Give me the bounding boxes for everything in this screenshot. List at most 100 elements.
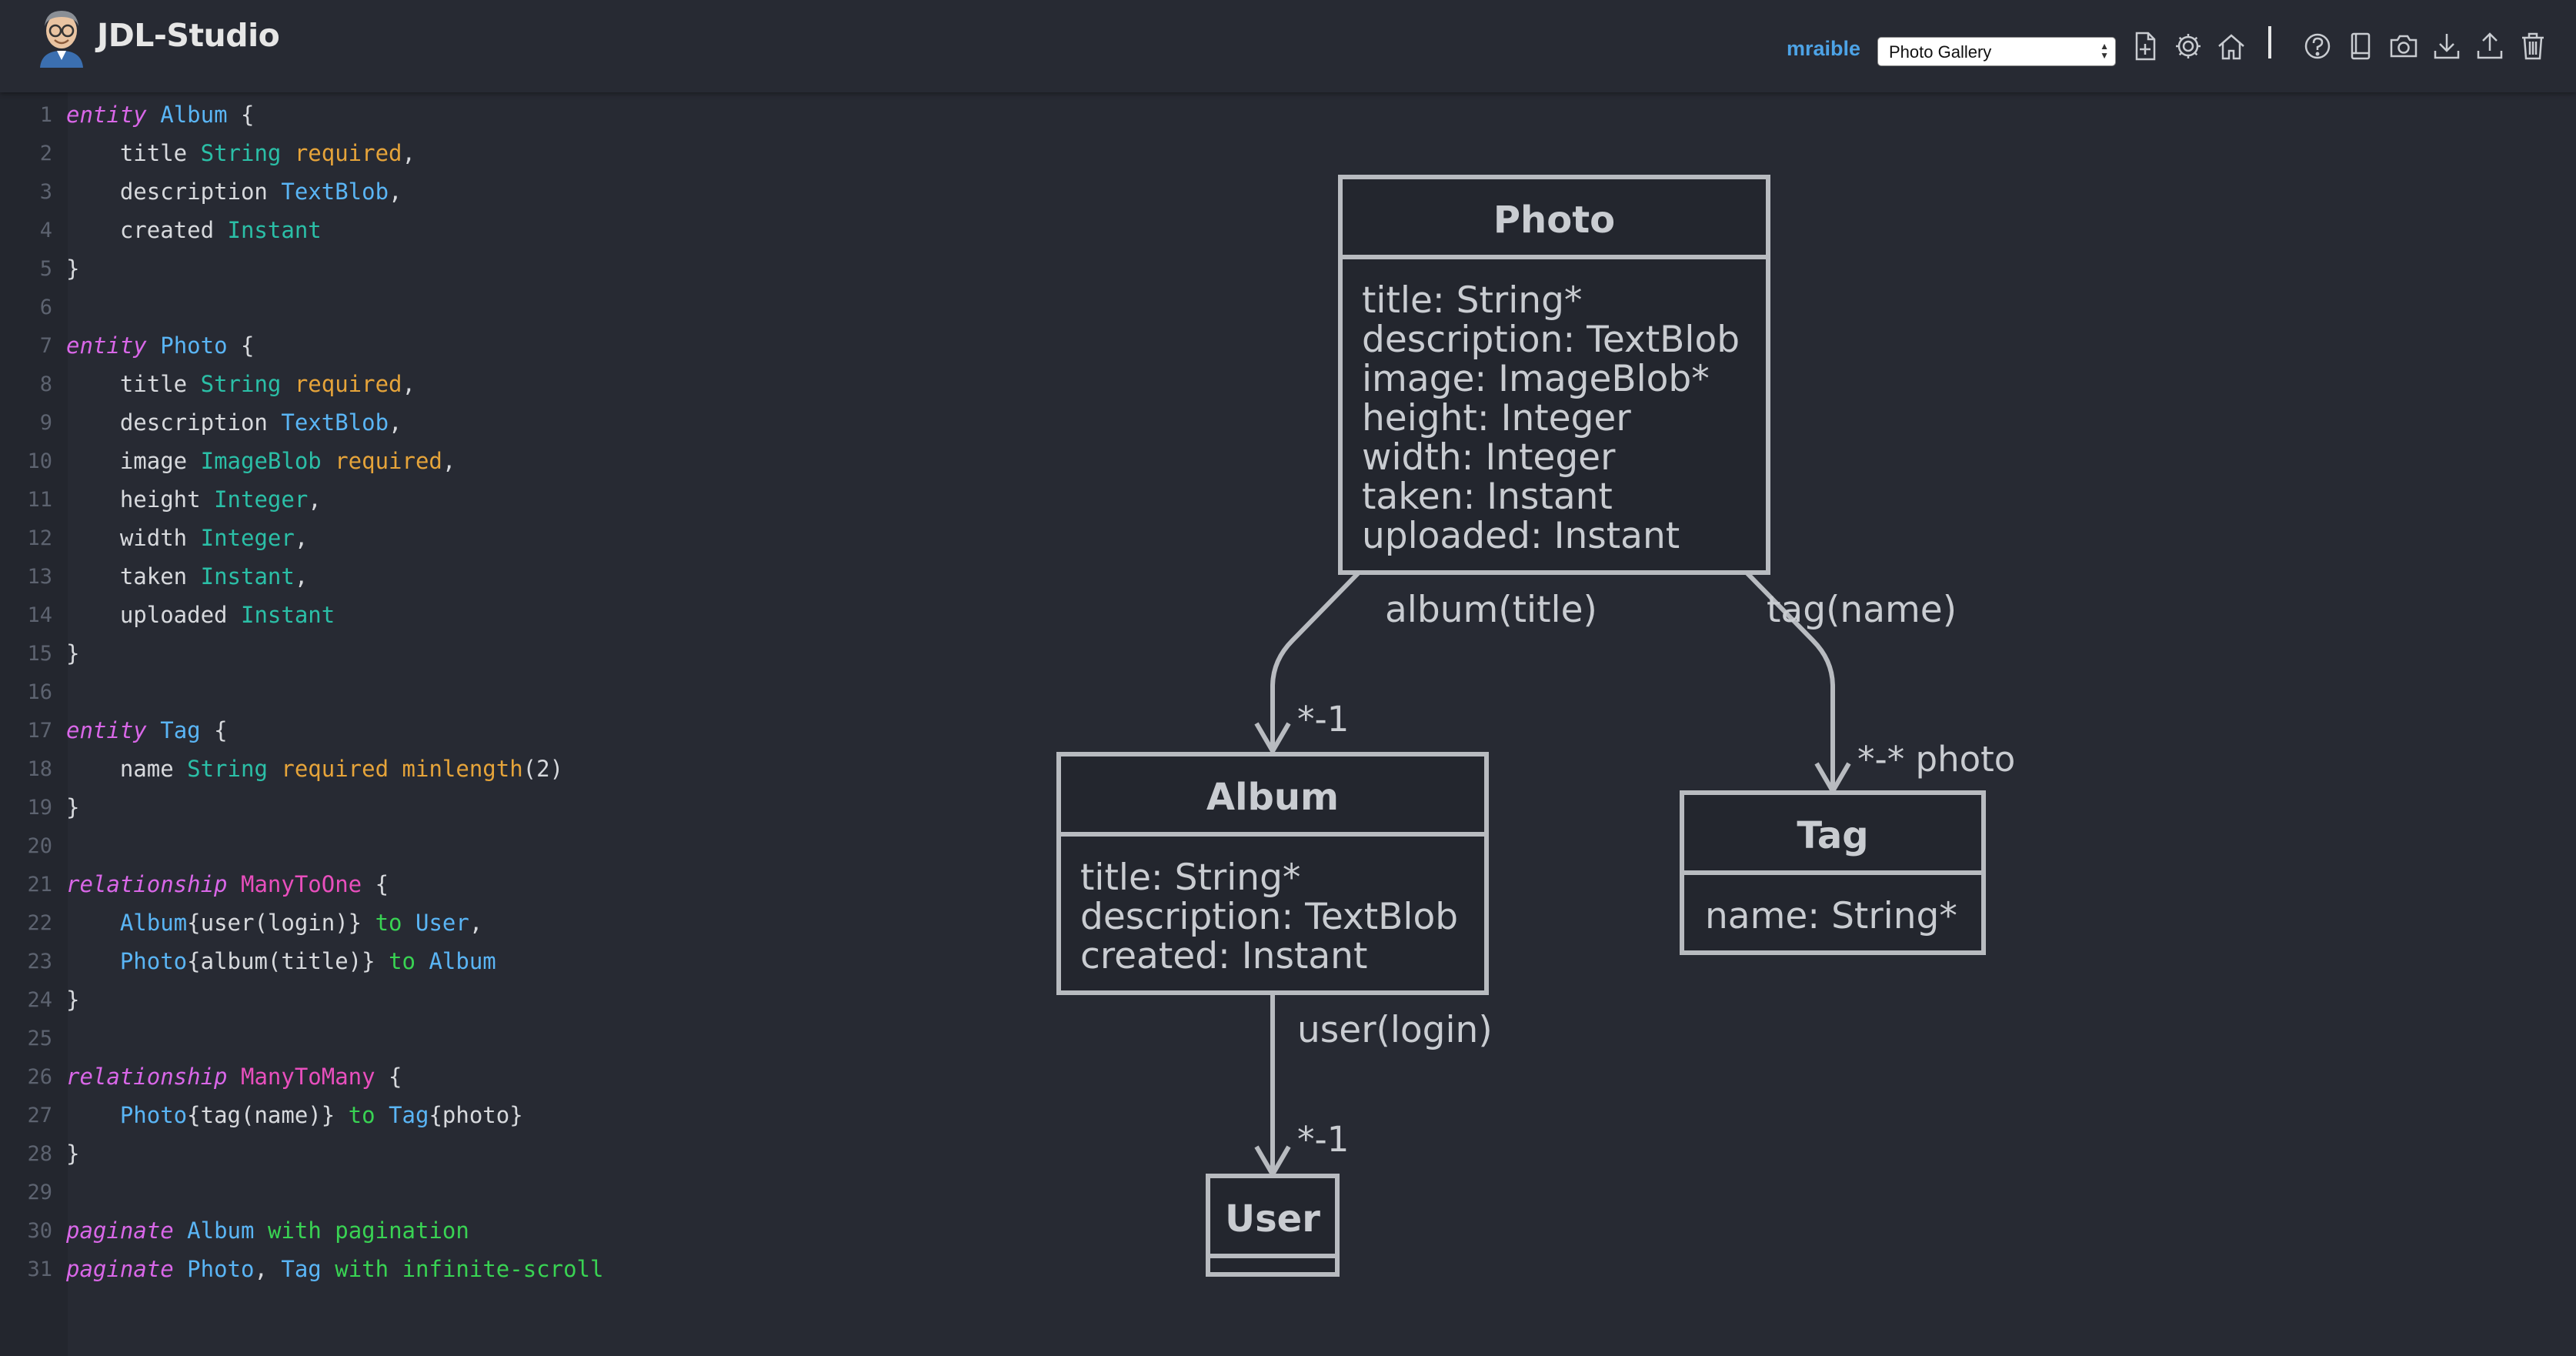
line-number: 4: [39, 219, 52, 242]
code-token: description: [66, 409, 282, 436]
code-line[interactable]: }: [66, 1141, 79, 1167]
line-number: 31: [27, 1257, 52, 1281]
code-line[interactable]: paginate Photo, Tag with infinite-scroll: [66, 1256, 603, 1282]
edge-label: user(login): [1297, 1009, 1493, 1051]
line-number: 3: [39, 180, 52, 204]
code-line[interactable]: title String required,: [66, 371, 415, 397]
code-line[interactable]: }: [66, 640, 79, 666]
code-line[interactable]: }: [66, 987, 79, 1013]
line-number: 22: [27, 911, 52, 935]
entity-field: width: Integer: [1362, 436, 1616, 479]
code-line[interactable]: Photo{album(title)} to Album: [66, 948, 496, 974]
home-icon[interactable]: [2216, 29, 2247, 63]
code-line[interactable]: width Integer,: [66, 525, 308, 551]
username-link[interactable]: mraible: [1787, 37, 1861, 60]
code-token: String: [200, 140, 282, 166]
code-line[interactable]: image ImageBlob required,: [66, 448, 456, 474]
project-select-value: Photo Gallery: [1889, 42, 1992, 62]
code-token: to: [389, 948, 415, 974]
entity-field: created: Instant: [1080, 935, 1367, 977]
line-number: 18: [27, 757, 52, 781]
code-token: entity: [66, 332, 147, 359]
entity-field: name: String*: [1705, 895, 1957, 937]
code-token: with: [335, 1256, 389, 1282]
entity-field: description: TextBlob: [1362, 319, 1740, 361]
code-token: description: [66, 179, 282, 205]
code-line[interactable]: Album{user(login)} to User,: [66, 910, 482, 936]
code-line[interactable]: taken Instant,: [66, 563, 308, 589]
line-number: 19: [27, 796, 52, 820]
line-number: 15: [27, 642, 52, 666]
entity-field: title: String*: [1080, 857, 1300, 899]
code-line[interactable]: relationship ManyToOne {: [66, 871, 389, 897]
code-line[interactable]: height Integer,: [66, 486, 322, 513]
code-line[interactable]: relationship ManyToMany {: [66, 1064, 402, 1090]
code-token: Instant: [227, 217, 322, 243]
entity-field: title: String*: [1362, 279, 1582, 322]
upload-icon[interactable]: [2474, 29, 2505, 63]
edge-label: tag(name): [1767, 589, 1957, 631]
entity-title: Photo: [1493, 199, 1615, 242]
help-icon[interactable]: [2302, 29, 2333, 63]
code-line[interactable]: created Instant: [66, 217, 322, 243]
entity-title: Album: [1206, 776, 1339, 819]
code-token: ,: [402, 140, 415, 166]
line-number: 1: [39, 103, 52, 127]
code-line[interactable]: uploaded Instant: [66, 602, 335, 628]
code-line[interactable]: }: [66, 256, 79, 282]
download-icon[interactable]: [2431, 29, 2462, 63]
code-token: ,: [294, 563, 309, 589]
edge-label: album(title): [1385, 589, 1597, 631]
code-token: Instant: [200, 563, 295, 589]
cardinality-label: *-1: [1297, 699, 1349, 740]
code-line[interactable]: Photo{tag(name)} to Tag{photo}: [66, 1102, 523, 1128]
code-line[interactable]: }: [66, 794, 79, 820]
line-number: 16: [27, 680, 52, 704]
code-token: ,: [402, 371, 415, 397]
code-token: Album: [160, 102, 228, 128]
settings-icon[interactable]: [2173, 29, 2204, 63]
code-token: required: [335, 448, 442, 474]
code-token: }: [66, 1141, 80, 1167]
code-token: to: [375, 910, 402, 936]
entity-title: Tag: [1797, 814, 1868, 857]
code-line[interactable]: name String required minlength(2): [66, 756, 563, 782]
camera-icon[interactable]: [2388, 29, 2419, 63]
line-number: 2: [39, 142, 52, 165]
code-token: ,: [442, 448, 456, 474]
code-token: height: [66, 486, 215, 513]
line-number: 23: [27, 950, 52, 974]
code-line[interactable]: paginate Album with pagination: [66, 1217, 469, 1244]
code-token: Tag: [160, 717, 201, 743]
code-line[interactable]: description TextBlob,: [66, 409, 402, 436]
code-token: Album: [119, 910, 188, 936]
avatar-logo-icon[interactable]: [34, 6, 89, 68]
book-icon[interactable]: [2345, 29, 2376, 63]
code-token: width: [66, 525, 201, 551]
entity-field: taken: Instant: [1362, 476, 1613, 518]
code-line[interactable]: entity Tag {: [66, 717, 228, 743]
select-arrows-icon: ▲▼: [2100, 41, 2109, 61]
project-select[interactable]: Photo Gallery ▲▼: [1877, 37, 2116, 66]
code-token: entity: [66, 717, 147, 743]
line-number: 21: [27, 873, 52, 897]
trash-icon[interactable]: [2518, 29, 2548, 63]
code-token: ,: [389, 179, 402, 205]
code-line[interactable]: entity Photo {: [66, 332, 254, 359]
code-token: name: [66, 756, 188, 782]
code-line[interactable]: description TextBlob,: [66, 179, 402, 205]
entity-field: image: ImageBlob*: [1362, 358, 1710, 400]
code-line[interactable]: title String required,: [66, 140, 415, 166]
code-token: ManyToOne: [240, 871, 362, 897]
cardinality-label: *-* photo: [1857, 739, 2015, 780]
code-token: {: [362, 871, 389, 897]
code-token: entity: [66, 102, 147, 128]
code-line[interactable]: entity Album {: [66, 102, 254, 128]
entity-photo: Photo title: String* description: TextBl…: [1338, 175, 1770, 575]
code-token: title: [66, 371, 201, 397]
code-token: {photo}: [429, 1102, 523, 1128]
entity-user: User: [1206, 1174, 1340, 1277]
code-token: paginate: [66, 1217, 174, 1244]
new-file-icon[interactable]: [2130, 29, 2161, 63]
